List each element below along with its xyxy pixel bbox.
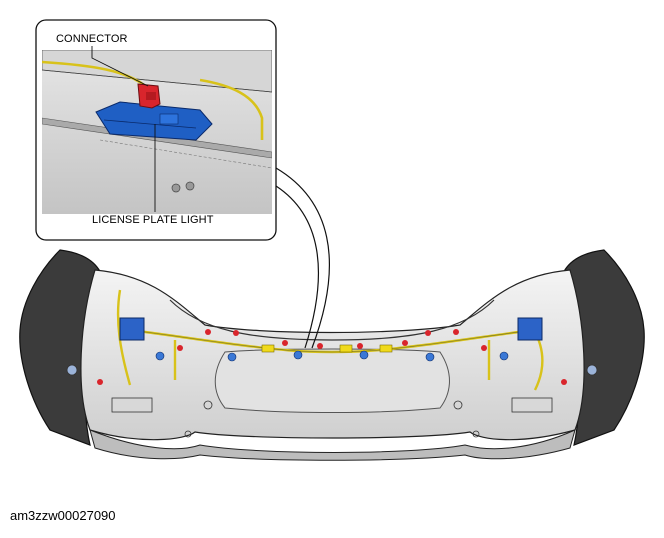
left-mount-bolt bbox=[66, 364, 78, 376]
harness-connector bbox=[155, 351, 165, 361]
red-clip bbox=[425, 330, 431, 336]
red-clip bbox=[561, 379, 567, 385]
harness-connector bbox=[227, 352, 237, 362]
harness-connector bbox=[293, 350, 303, 360]
red-clip bbox=[233, 330, 239, 336]
detail-leader-line bbox=[275, 185, 320, 349]
red-clip bbox=[402, 340, 408, 346]
red-clip bbox=[282, 340, 288, 346]
harness-connector bbox=[425, 352, 435, 362]
bumper-lower-skirt bbox=[89, 429, 576, 461]
right-lower-bracket bbox=[511, 397, 553, 413]
harness-clip bbox=[339, 344, 353, 353]
connector-callout: CONNECTOR bbox=[56, 33, 128, 45]
rear-bumper bbox=[19, 249, 645, 461]
bumper-hole bbox=[453, 400, 463, 410]
red-clip bbox=[481, 345, 487, 351]
bumper-hole bbox=[203, 400, 213, 410]
red-clip bbox=[317, 343, 323, 349]
left-lower-bracket bbox=[111, 397, 153, 413]
harness-connector bbox=[359, 350, 369, 360]
right-module bbox=[517, 317, 543, 341]
red-clip bbox=[453, 329, 459, 335]
harness-clip bbox=[379, 344, 393, 353]
bumper-top-edge bbox=[169, 299, 495, 341]
red-clip bbox=[205, 329, 211, 335]
bumper-hole bbox=[184, 430, 192, 438]
harness-clip bbox=[261, 344, 275, 353]
figure-code: am3zzw00027090 bbox=[10, 508, 116, 523]
red-clip bbox=[177, 345, 183, 351]
license-plate-light bbox=[95, 101, 213, 141]
screw bbox=[185, 181, 195, 191]
license-plate-light-callout: LICENSE PLATE LIGHT bbox=[92, 214, 214, 226]
detail-inset bbox=[35, 19, 277, 241]
screw bbox=[171, 183, 181, 193]
license-plate-recess bbox=[214, 348, 450, 413]
connector-leader bbox=[91, 46, 149, 87]
left-module bbox=[119, 317, 145, 341]
right-mount-bolt bbox=[586, 364, 598, 376]
red-clip bbox=[97, 379, 103, 385]
harness-connector bbox=[499, 351, 509, 361]
bumper-hole bbox=[472, 430, 480, 438]
red-clip bbox=[357, 343, 363, 349]
detail-leader-line bbox=[275, 167, 330, 349]
